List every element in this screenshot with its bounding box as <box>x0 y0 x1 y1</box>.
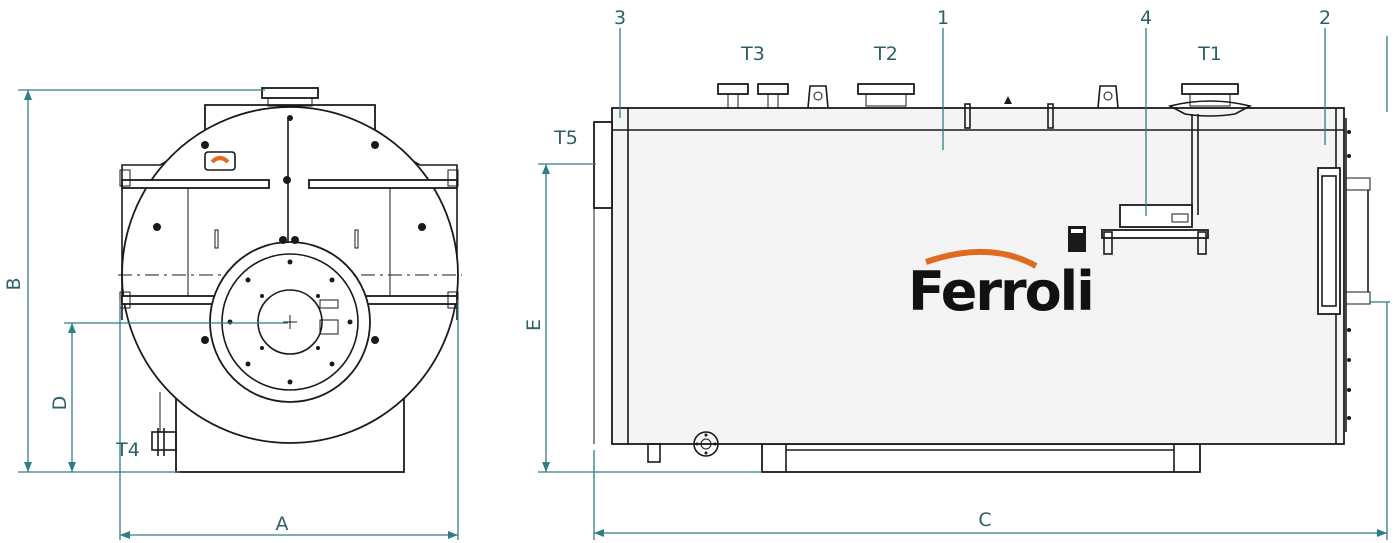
labels: A B D T4 E C T5 T3 T2 T1 3 1 4 2 <box>3 7 1331 535</box>
label-a: A <box>276 513 289 535</box>
control-panel-bracket <box>1101 229 1209 239</box>
label-t5: T5 <box>553 127 578 149</box>
lifting-lug-front <box>807 85 829 109</box>
inspection-port <box>693 431 719 457</box>
label-t1: T1 <box>1197 43 1222 65</box>
label-b: B <box>3 277 25 290</box>
nozzle-t1 <box>1181 83 1239 95</box>
rear-outlet-lower <box>1345 291 1371 305</box>
nozzle-t3-a <box>717 83 749 95</box>
brand-logo-swoosh-icon <box>925 248 1038 269</box>
sight-glass-flame-icon <box>210 156 230 164</box>
front-beam-lower-left <box>121 295 215 305</box>
front-view-dimensions <box>18 89 459 540</box>
nozzle-t2 <box>857 83 915 95</box>
label-part-1: 1 <box>937 7 949 29</box>
label-t2: T2 <box>873 43 898 65</box>
label-part-4: 4 <box>1140 7 1152 29</box>
control-panel <box>1119 204 1193 228</box>
front-beam-upper-right <box>308 179 458 189</box>
label-d: D <box>49 396 71 411</box>
side-view: Ferroli <box>593 83 1371 473</box>
label-t3: T3 <box>740 43 765 65</box>
rear-smoke-box <box>1317 167 1341 315</box>
brand-logo: Ferroli <box>908 260 1093 323</box>
label-part-2: 2 <box>1319 7 1331 29</box>
front-beam-lower-right <box>365 295 458 305</box>
burner-opening <box>257 289 323 355</box>
front-top-flange <box>261 87 319 99</box>
label-t4: T4 <box>115 439 140 461</box>
side-view-dimensions <box>538 28 1390 540</box>
label-part-3: 3 <box>614 7 626 29</box>
front-door-plate <box>593 121 613 209</box>
boiler-body <box>611 107 1345 445</box>
sight-glass <box>204 151 236 171</box>
side-base-rail <box>761 443 1201 473</box>
lifting-lug-rear <box>1097 85 1119 109</box>
nozzle-t3-b <box>757 83 789 95</box>
label-c: C <box>978 509 991 531</box>
front-view <box>118 87 462 473</box>
label-e: E <box>523 319 545 331</box>
rear-outlet-upper <box>1345 177 1371 191</box>
front-beam-upper-left <box>121 179 270 189</box>
